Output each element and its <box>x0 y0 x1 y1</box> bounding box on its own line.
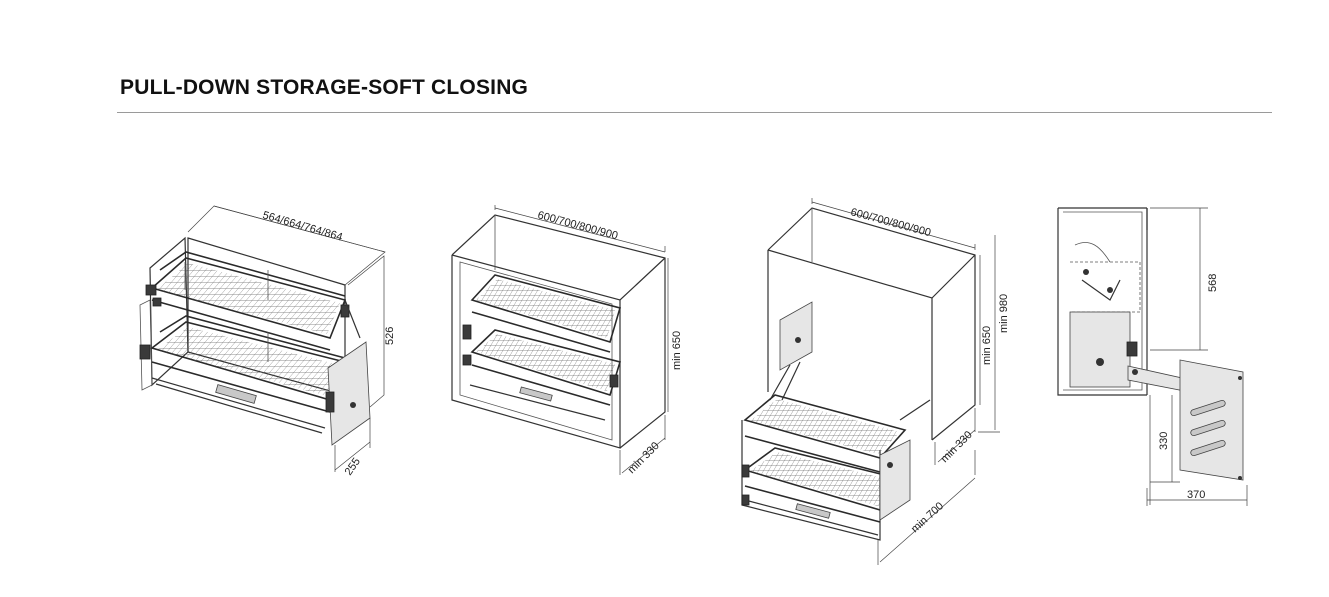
fig1-width-label: 564/664/764/864 <box>261 209 344 243</box>
fig4-mechanism-box <box>1069 311 1131 388</box>
fig3-outer-depth-label: min 700 <box>909 500 946 535</box>
figure-2-cabinet-installed: 600/700/800/900 min 650 min 330 <box>451 205 683 476</box>
figure-1-basket-unit: 564/664/764/864 526 255 <box>139 205 396 478</box>
fig4-bottom-height-label: 330 <box>1158 432 1170 450</box>
fig3-upper-basket <box>743 394 907 473</box>
fig3-inner-height-label: min 650 <box>981 326 993 365</box>
fig2-height-label: min 650 <box>671 331 683 370</box>
figure-3-cabinet-pulled-down: 600/700/800/900 min 650 min 980 min 330 … <box>741 198 1010 565</box>
fig1-height-label: 526 <box>384 327 396 345</box>
fig3-outer-height-label: min 980 <box>998 294 1010 333</box>
fig1-lower-basket <box>150 315 347 413</box>
fig4-width-label: 370 <box>1187 489 1205 501</box>
fig2-lower-basket <box>470 329 622 406</box>
title-divider <box>117 112 1272 113</box>
fig2-width-label: 600/700/800/900 <box>536 209 619 242</box>
fig4-side-plate <box>1179 359 1244 481</box>
fig3-mechanism-box <box>779 301 813 371</box>
fig3-inner-depth-label: min 330 <box>939 429 975 465</box>
fig2-cabinet-top <box>451 214 666 449</box>
fig2-depth-label: min 330 <box>626 440 662 476</box>
fig1-depth-label: 255 <box>343 456 363 478</box>
fig4-top-height-label: 568 <box>1207 274 1219 292</box>
figure-4-side-section: 568 330 370 <box>1057 207 1248 506</box>
page-title: PULL-DOWN STORAGE-SOFT CLOSING <box>120 76 529 99</box>
fig2-upper-basket <box>470 274 621 353</box>
fig3-side-plate <box>879 439 911 521</box>
